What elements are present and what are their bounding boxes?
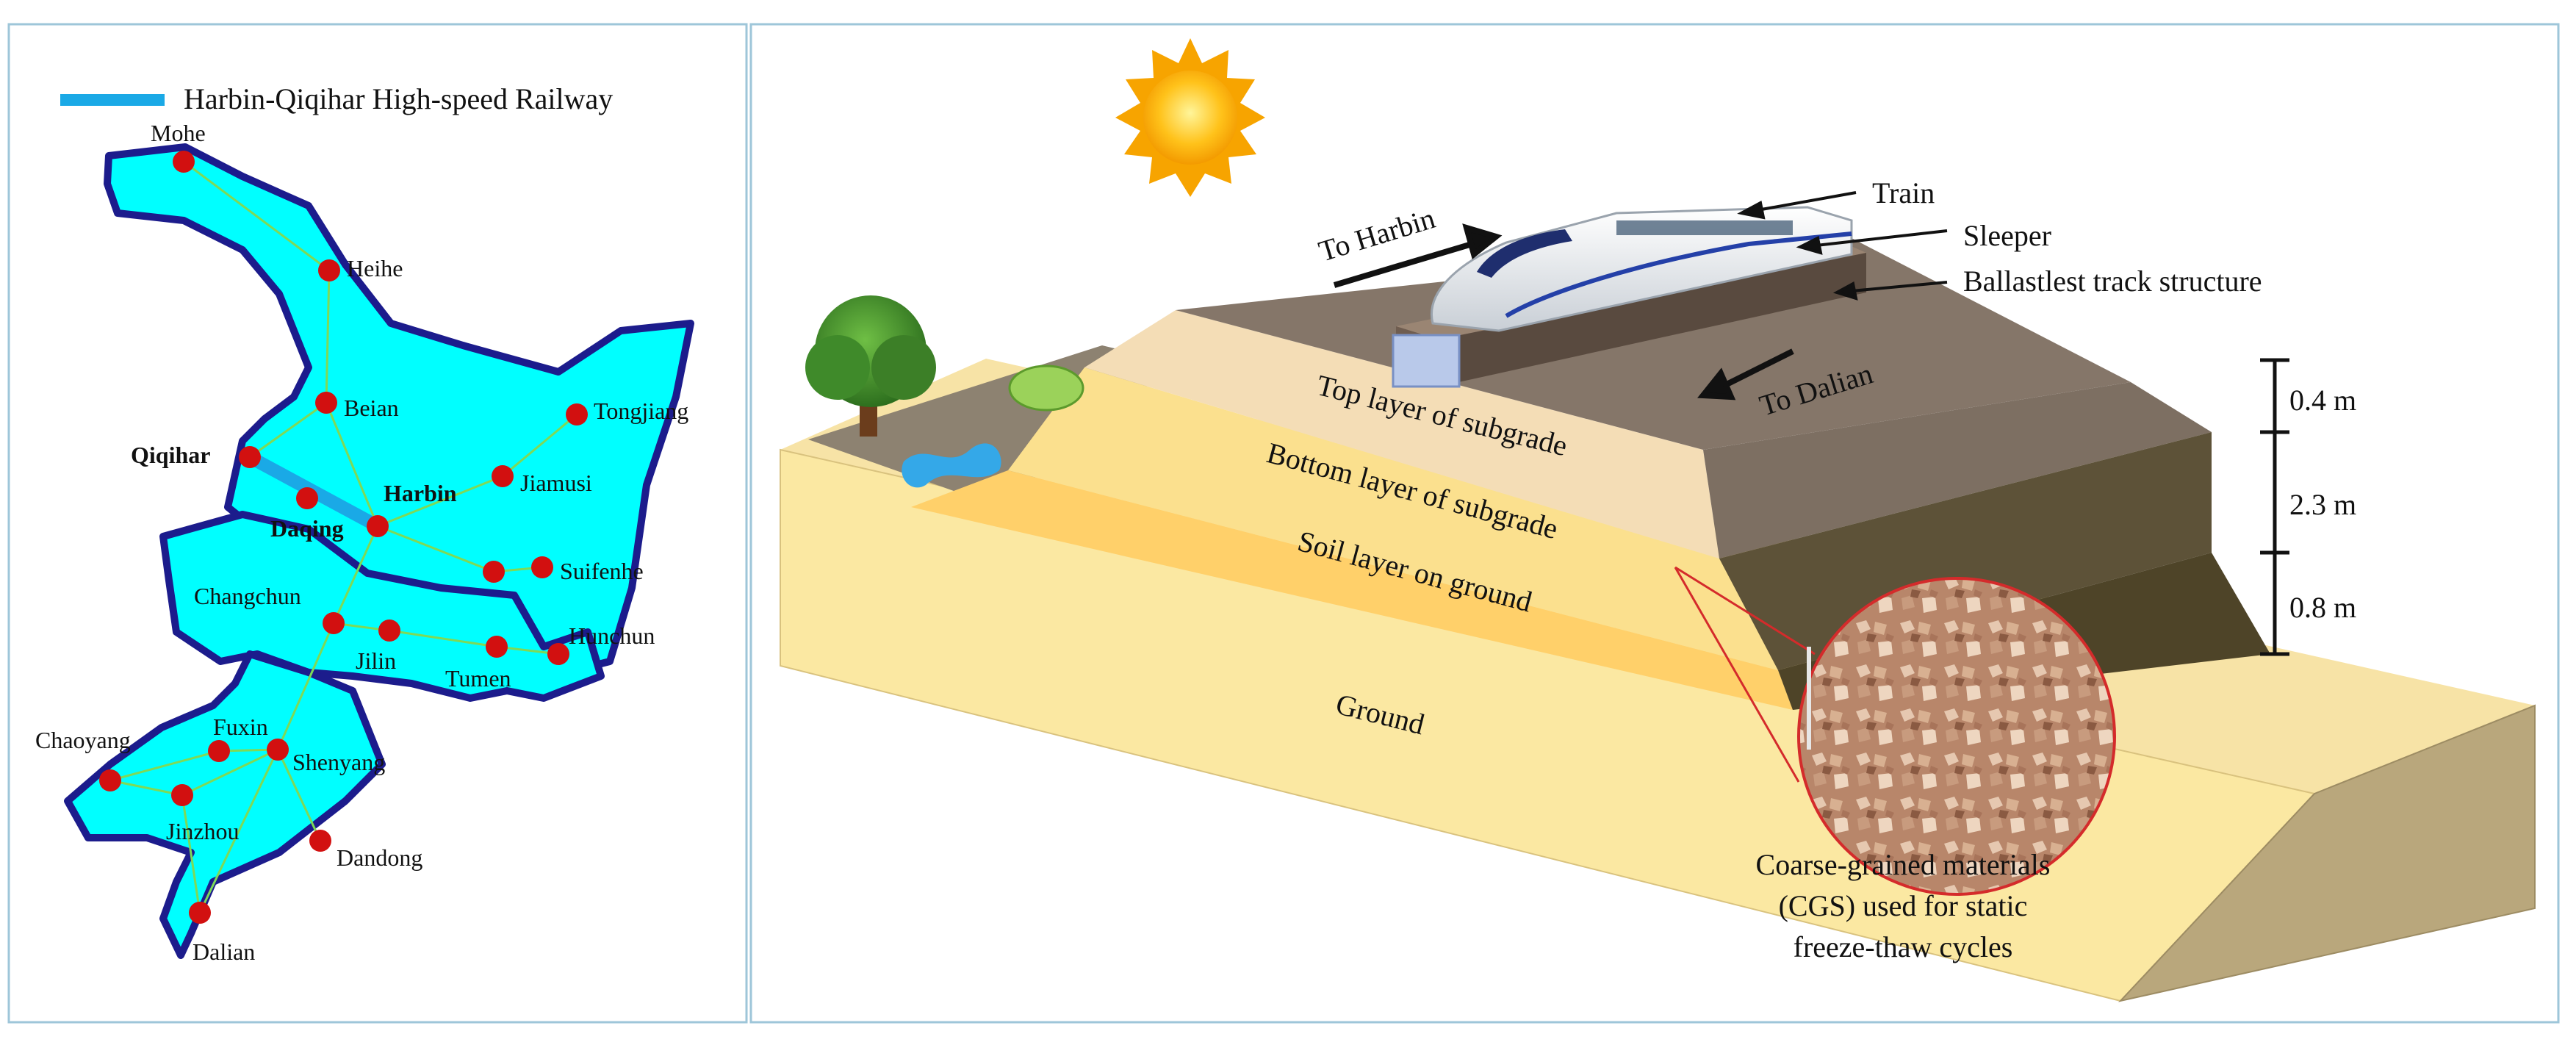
city-label-jilin: Jilin: [356, 647, 396, 674]
city-dot-heihe: [318, 259, 340, 281]
city-label-jinzhou: Jinzhou: [166, 818, 240, 844]
label-cgs-line3: freeze-thaw cycles: [1794, 930, 2013, 963]
city-labels: Mohe Heihe Beian Tongjiang Qiqihar Harbi…: [35, 120, 688, 965]
city-label-tumen: Tumen: [445, 665, 511, 692]
soil-layer-front: [911, 470, 1793, 710]
legend-label: Harbin-Qiqihar High-speed Railway: [184, 82, 613, 115]
sun-icon: [1115, 38, 1265, 197]
gravel-inset: [1674, 566, 2116, 896]
tree-icon: [805, 295, 936, 437]
city-label-tongjiang: Tongjiang: [594, 398, 688, 424]
city-dot-jilin: [378, 620, 400, 642]
city-label-fuxin: Fuxin: [213, 714, 268, 740]
label-sleeper: Sleeper: [1963, 219, 2051, 252]
city-label-changchun: Changchun: [194, 583, 301, 609]
city-label-harbin: Harbin: [384, 480, 457, 506]
city-label-qiqihar: Qiqihar: [131, 442, 210, 468]
sleeper-pointer: [1816, 229, 1948, 247]
sleeper-support-block: [1392, 334, 1461, 388]
top-layer-side: [1703, 382, 2212, 559]
city-dot-jinzhou: [171, 784, 193, 806]
city-dot-harbin: [367, 515, 389, 537]
city-label-dandong: Dandong: [337, 844, 422, 871]
label-cgs-line1: Coarse-grained materials: [1756, 848, 2051, 881]
embankment-top-surface: [1176, 238, 2131, 450]
city-dot-hunchun: [547, 643, 569, 665]
city-dot-chaoyang: [99, 769, 121, 791]
city-dot-suifenhe: [531, 556, 553, 578]
city-dot-changchun: [323, 612, 345, 634]
dimension-top: 0.4 m: [2289, 384, 2356, 417]
dimension-bottom: 0.8 m: [2289, 591, 2356, 624]
callout-pointers: [1737, 191, 1948, 301]
city-dot-daqing: [296, 487, 318, 509]
city-dot-jiamusi: [492, 465, 514, 487]
train-icon: [1431, 206, 1853, 332]
city-label-hunchun: Hunchun: [569, 622, 655, 649]
to-harbin-arrow: [1333, 240, 1478, 288]
label-cgs-line2: (CGS) used for static: [1779, 889, 2028, 922]
city-dot-mohe: [173, 151, 195, 173]
city-label-beian: Beian: [344, 395, 399, 421]
bush-icon: [1008, 365, 1084, 412]
city-label-suifenhe: Suifenhe: [560, 558, 644, 584]
bottom-layer-side: [1719, 432, 2212, 670]
liaoning-province: [64, 650, 386, 959]
city-markers: [99, 151, 588, 924]
city-dot-dandong: [309, 830, 331, 852]
train-pointer: [1757, 191, 1857, 212]
city-label-shenyang: Shenyang: [292, 749, 385, 775]
city-dot-fuxin: [208, 740, 230, 762]
city-label-daqing: Daqing: [270, 515, 344, 542]
bottom-layer-front: [1008, 367, 1778, 670]
water-icon: [902, 443, 1001, 488]
to-dalian-arrow: [1718, 348, 1794, 391]
dimension-middle: 2.3 m: [2289, 488, 2356, 521]
label-ballastless: Ballastlest track structure: [1963, 265, 2262, 298]
city-label-heihe: Heihe: [347, 255, 403, 281]
ballastless-pointer: [1851, 281, 1948, 292]
city-label-jiamusi: Jiamusi: [520, 470, 592, 496]
city-dot-tumen: [486, 636, 508, 658]
top-layer-front: [1084, 310, 1719, 559]
city-dot-beian: [315, 392, 337, 414]
direction-arrows: [1333, 223, 1794, 401]
label-train: Train: [1872, 176, 1935, 209]
track-slab-side: [1439, 253, 1866, 387]
dimension-bar: [2260, 358, 2289, 656]
city-dot-tongjiang: [566, 403, 588, 425]
ground-right-face: [2118, 704, 2536, 1002]
city-label-mohe: Mohe: [151, 120, 206, 146]
city-dot-dalian: [189, 902, 211, 924]
city-dot-qiqihar: [239, 446, 261, 468]
city-dot-mudanjiang: [483, 561, 505, 583]
city-dot-shenyang: [267, 739, 289, 761]
city-label-dalian: Dalian: [193, 938, 255, 965]
city-label-chaoyang: Chaoyang: [35, 727, 131, 753]
